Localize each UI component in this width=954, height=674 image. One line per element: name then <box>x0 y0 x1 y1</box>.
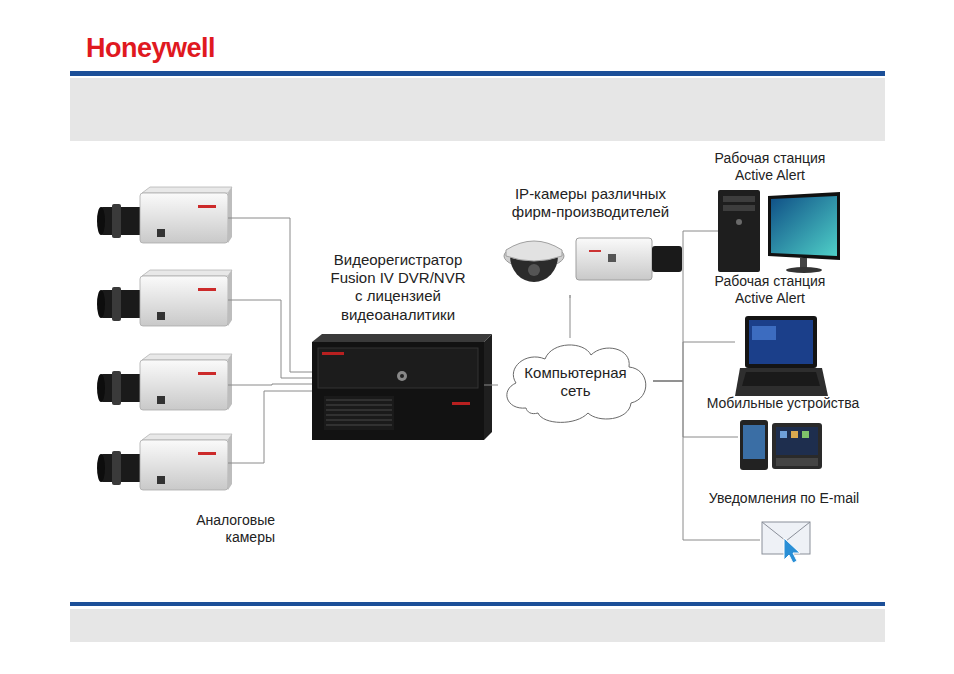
app-icon <box>780 431 787 438</box>
node-label: Аналоговые камеры <box>158 512 275 546</box>
dome-ring <box>506 241 562 261</box>
dvr-door <box>318 348 478 388</box>
node-label: Видеорегистратор Fusion IV DVR/NVR с лиц… <box>326 251 471 324</box>
connector-line <box>653 381 760 540</box>
analog-camera <box>97 354 232 410</box>
mobile-devices <box>740 420 822 470</box>
laptop-window <box>752 326 776 340</box>
laptop-screen <box>749 320 813 364</box>
pc-bay <box>723 205 755 211</box>
node-label: Рабочая станция Active Alert <box>708 150 833 184</box>
connector-line <box>228 391 312 463</box>
camera-group: Аналоговые камеры <box>98 185 228 500</box>
node-label: IP-камеры различных фирм-производителей <box>503 185 678 222</box>
node-label: Уведомления по E-mail <box>684 490 884 507</box>
dvr-model-mark <box>452 402 470 405</box>
box-camera-body <box>576 238 652 280</box>
dvr-brand-mark <box>322 352 344 355</box>
analog-camera <box>97 434 232 490</box>
node-label: Компьютерная сеть <box>520 364 632 401</box>
header-rule <box>70 71 885 76</box>
dvr-lock <box>397 371 407 381</box>
dvr-grille-slots <box>326 400 392 425</box>
dvr-front <box>312 342 484 440</box>
node-label: Рабочая станция Active Alert <box>708 273 833 307</box>
dvr-lock-core <box>400 374 404 378</box>
app-icon <box>791 431 798 438</box>
laptop <box>735 316 828 396</box>
pc-bay <box>723 196 755 202</box>
dvr-box: Видеорегистратор Fusion IV DVR/NVR с лиц… <box>312 338 484 440</box>
analog-camera <box>97 270 232 326</box>
dvr-top <box>312 334 492 342</box>
workstation: Рабочая станция Active Alert <box>735 315 828 399</box>
laptop-lid <box>745 316 817 368</box>
cloud-shape <box>507 345 646 422</box>
connector-line <box>228 300 312 378</box>
phone-body <box>740 420 768 470</box>
app-icon <box>802 431 809 438</box>
connector-line <box>653 231 718 381</box>
dome-lens <box>528 264 540 276</box>
footer-rule <box>70 602 885 606</box>
box-camera-mark <box>589 250 601 252</box>
ip-cameras <box>504 238 682 298</box>
slider-phone-body <box>772 423 822 469</box>
connector-line <box>653 381 738 437</box>
slider-keyboard <box>776 458 818 466</box>
node-label: Мобильные устройства <box>683 395 883 412</box>
pc-tower <box>718 190 760 272</box>
footer-band <box>70 609 885 642</box>
monitor-base <box>786 267 822 273</box>
email-icon <box>762 522 810 563</box>
connector-line <box>484 385 498 386</box>
ip-camera-group: IP-камеры различных фирм-производителей <box>498 183 683 295</box>
envelope-flap <box>762 522 810 541</box>
connector-line <box>653 342 735 381</box>
desktop-pc <box>718 190 840 273</box>
pc-button <box>736 219 742 225</box>
analog-camera <box>97 187 232 243</box>
email-notice: Уведомления по E-mail <box>760 517 812 563</box>
phone-screen <box>743 425 765 459</box>
connector-line <box>570 295 571 338</box>
laptop-keyboard <box>742 372 820 386</box>
slider-phone-screen <box>776 427 818 455</box>
monitor-screen <box>771 196 837 256</box>
dvr-grille <box>324 396 394 430</box>
monitor-bezel <box>768 192 840 260</box>
header-band <box>70 78 885 141</box>
connector-line <box>228 384 312 385</box>
network-cloud: Компьютерная сеть <box>498 338 653 426</box>
brand-logo: Honeywell <box>86 33 215 64</box>
cursor-arrow <box>784 538 800 563</box>
box-camera-lens <box>652 246 682 272</box>
box-camera-button <box>608 254 616 262</box>
connector-line <box>228 218 312 372</box>
dvr-unit <box>312 334 492 440</box>
mobile-device: Мобильные устройства <box>738 418 824 472</box>
dvr-side <box>484 334 492 440</box>
workstation: Рабочая станция Active Alert <box>718 190 840 274</box>
laptop-base <box>735 368 828 396</box>
